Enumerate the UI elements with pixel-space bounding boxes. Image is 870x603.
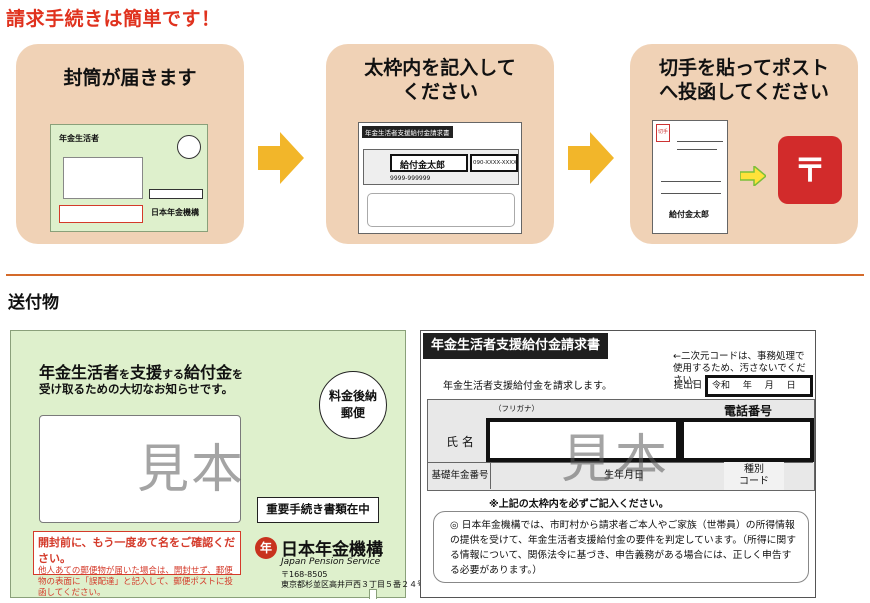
grid-line — [428, 462, 813, 463]
small-arrow-icon — [740, 166, 766, 186]
thumb-line — [677, 141, 723, 142]
thumb-phone-sample: 090-XXXX-XXXX — [473, 160, 517, 166]
step-title: 封筒が届きます — [63, 67, 197, 89]
envelope-title-part: 年金生活者 — [39, 363, 120, 382]
thumb-name-box: 給付金太郎 — [390, 154, 468, 172]
envelope-tab — [369, 589, 377, 599]
form-thumbnail: 年金生活者支援給付金請求書 給付金太郎 090-XXXX-XXXX 9999-9… — [358, 122, 522, 234]
thumb-pension-sample: 9999-999999 — [390, 175, 431, 182]
step-title-line: ください — [401, 81, 478, 103]
privacy-note: ◎ 日本年金機構では、市町村から請求者ご本人やご家族（世帯員）の所得情報の提供を… — [433, 511, 809, 583]
thumb-form-title: 年金生活者支援給付金請求書 — [362, 126, 453, 138]
postal-code: 〒168-8505 — [281, 570, 328, 579]
thumb-stamp-label: 切手 — [658, 129, 669, 135]
warning-box: 開封前に、もう一度あて名をご確認ください。 他人あての郵便物が届いた場合は、開封… — [33, 531, 241, 598]
arrow-right-icon — [258, 132, 304, 184]
type-code-label: 種別 コード — [724, 462, 784, 490]
phone-field — [680, 418, 814, 462]
envelope-title-part: 給付金 — [184, 363, 233, 382]
organization-name: 日本年金機構 — [281, 540, 383, 560]
postbox-symbol: 〒 — [793, 151, 826, 189]
submit-date-label: 提出日 — [673, 380, 703, 391]
thumb-logo: 日本年金機構 — [151, 208, 199, 217]
envelope-title-part: する — [162, 368, 185, 381]
arrow-right-icon — [568, 132, 614, 184]
name-field — [486, 418, 680, 462]
organization-name-en: Japan Pension Service — [281, 557, 381, 567]
thumb-text: 年金生活者 — [59, 134, 99, 143]
envelope-sample: 年金生活者を支援する給付金を 受け取るための大切なお知らせです。 料金後納 郵便… — [10, 330, 425, 599]
step-title: 太枠内を記入して ください — [326, 56, 554, 104]
submit-date-field: 令和 年 月 日 — [705, 375, 813, 397]
thumb-name-sample: 給付金太郎 — [400, 161, 446, 171]
postage-paid-mark: 料金後納 郵便 — [319, 371, 387, 439]
mail-thumbnail: 切手 給付金太郎 — [652, 120, 728, 234]
step-title-line: 切手を貼ってポスト — [658, 57, 830, 79]
page-headline: 請求手続きは簡単です！ — [6, 8, 221, 30]
thumb-window — [63, 157, 143, 199]
address-window — [39, 415, 241, 523]
form-title: 年金生活者支援給付金請求書 — [423, 333, 609, 359]
step-title: 切手を貼ってポスト へ投函してください — [630, 56, 858, 104]
type-code-line: 種別 — [744, 464, 764, 475]
thumb-postage-mark — [177, 135, 201, 159]
important-documents-label: 重要手続き書類在中 — [257, 497, 379, 523]
organization-address: 東京都杉並区高井戸西３丁目５番２４号 — [281, 580, 425, 589]
birth-date-label: 生年月日 — [604, 470, 644, 481]
phone-label: 電話番号 — [724, 404, 773, 418]
postage-line: 郵便 — [340, 406, 365, 420]
section-label: 送付物 — [8, 293, 59, 313]
furigana-label: （フリガナ） — [494, 404, 539, 413]
postbox-icon: 〒 — [778, 136, 842, 204]
envelope-subtitle: 受け取るための大切なお知らせです。 — [39, 382, 234, 396]
thumb-grid: 給付金太郎 090-XXXX-XXXX 9999-999999 — [363, 149, 519, 185]
sample-watermark: 見本 — [561, 430, 670, 490]
envelope-title-part: を — [119, 368, 131, 381]
envelope-title-part: を — [232, 368, 244, 381]
envelope-thumbnail: 年金生活者 日本年金機構 — [50, 124, 208, 232]
thumb-important-box — [149, 189, 203, 199]
jps-logo-icon: 年 — [255, 537, 277, 559]
qr-code-note: ←二次元コードは、事務処理で使用するため、汚さないでください。 — [673, 351, 806, 386]
claim-form-sample: 年金生活者支援給付金請求書 ←二次元コードは、事務処理で使用するため、汚さないで… — [420, 330, 816, 598]
warning-text: 他人あての郵便物が届いた場合は、開封せず、郵便物の表面に「誤配達」と記入して、郵… — [38, 566, 233, 598]
type-code-line: コード — [739, 476, 769, 487]
section-divider — [6, 274, 864, 276]
thumb-mail-name: 給付金太郎 — [669, 210, 709, 219]
step-title-line: へ投函してください — [659, 81, 829, 103]
envelope-title-part: 支援 — [130, 363, 163, 382]
thumb-stamp: 切手 — [656, 124, 670, 142]
warning-heading: 開封前に、もう一度あて名をご確認ください。 — [38, 536, 236, 565]
sample-watermark: 見本 — [137, 440, 246, 500]
step-title-line: 太枠内を記入して — [364, 57, 516, 79]
postage-line: 料金後納 — [328, 389, 377, 403]
thumb-warning-box — [59, 205, 143, 223]
name-label: 氏 名 — [434, 422, 486, 462]
thumb-phone-box: 090-XXXX-XXXX — [470, 154, 518, 172]
thumb-line — [661, 193, 721, 194]
thumb-note-box — [367, 193, 515, 227]
pension-number-label: 基礎年金番号 — [431, 470, 489, 481]
request-statement: 年金生活者支援給付金を請求します。 — [443, 381, 612, 392]
grid-line — [490, 462, 491, 489]
thumb-line — [661, 181, 721, 182]
required-note: ※上記の太枠内を必ずご記入ください。 — [489, 499, 669, 510]
envelope-title: 年金生活者を支援する給付金を — [39, 359, 243, 383]
thumb-line — [677, 149, 717, 150]
applicant-grid: （フリガナ） 電話番号 氏 名 基礎年金番号 生年月日 種別 コード — [427, 399, 815, 491]
